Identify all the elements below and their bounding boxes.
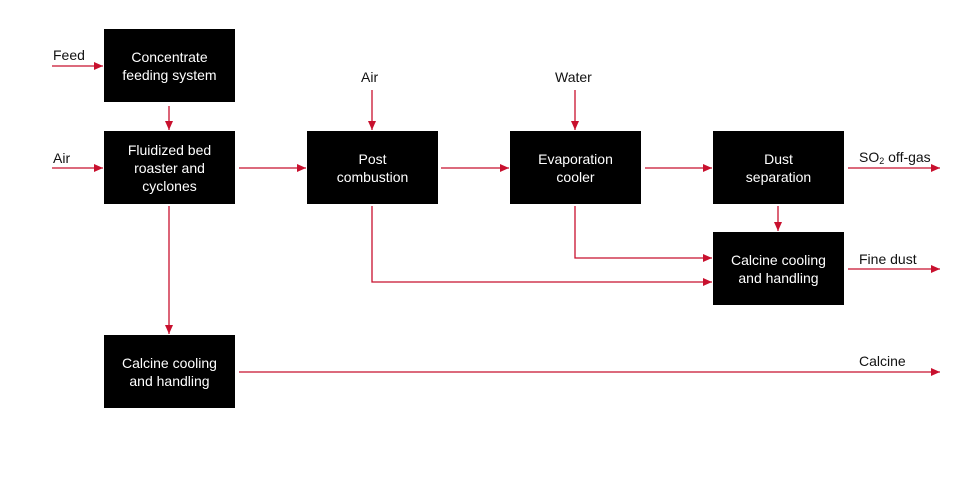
- calcine-handling-main-box: Calcine cooling and handling: [104, 335, 235, 408]
- roaster-box: Fluidized bed roaster and cyclones: [104, 131, 235, 204]
- fine-dust-label: Fine dust: [859, 251, 917, 267]
- dust-separation-label: Dust separation: [745, 150, 812, 185]
- feed-label: Feed: [53, 47, 85, 63]
- roaster-label: Fluidized bed roaster and cyclones: [127, 141, 212, 194]
- calcine-handling-main-label: Calcine cooling and handling: [122, 354, 217, 389]
- so2-off-gas-label: SO2 off-gas: [859, 149, 931, 169]
- calcine-label: Calcine: [859, 353, 906, 369]
- evaporation-cooler-label: Evaporation cooler: [538, 150, 613, 185]
- water-label: Water: [555, 69, 592, 85]
- air-roaster-label: Air: [53, 150, 71, 166]
- so2-prefix: SO: [859, 149, 880, 165]
- concentrate-feeding-system-box: Concentrate feeding system: [104, 29, 235, 102]
- so2-suffix: off-gas: [884, 149, 931, 165]
- evaporation-cooler-box: Evaporation cooler: [510, 131, 641, 204]
- post-combustion-box: Post combustion: [307, 131, 438, 204]
- post-combustion-label: Post combustion: [336, 150, 409, 185]
- calcine-handling-fine-label: Calcine cooling and handling: [731, 251, 826, 286]
- dust-separation-box: Dust separation: [713, 131, 844, 204]
- air-post-label: Air: [361, 69, 379, 85]
- arrow-post-to-calcine-handling: [371, 206, 712, 286]
- concentrate-feeding-system-label: Concentrate feeding system: [122, 48, 217, 83]
- calcine-handling-fine-box: Calcine cooling and handling: [713, 232, 844, 305]
- so2-subscript: 2: [879, 156, 885, 166]
- arrow-evaporation-to-calcine-handling: [574, 206, 712, 262]
